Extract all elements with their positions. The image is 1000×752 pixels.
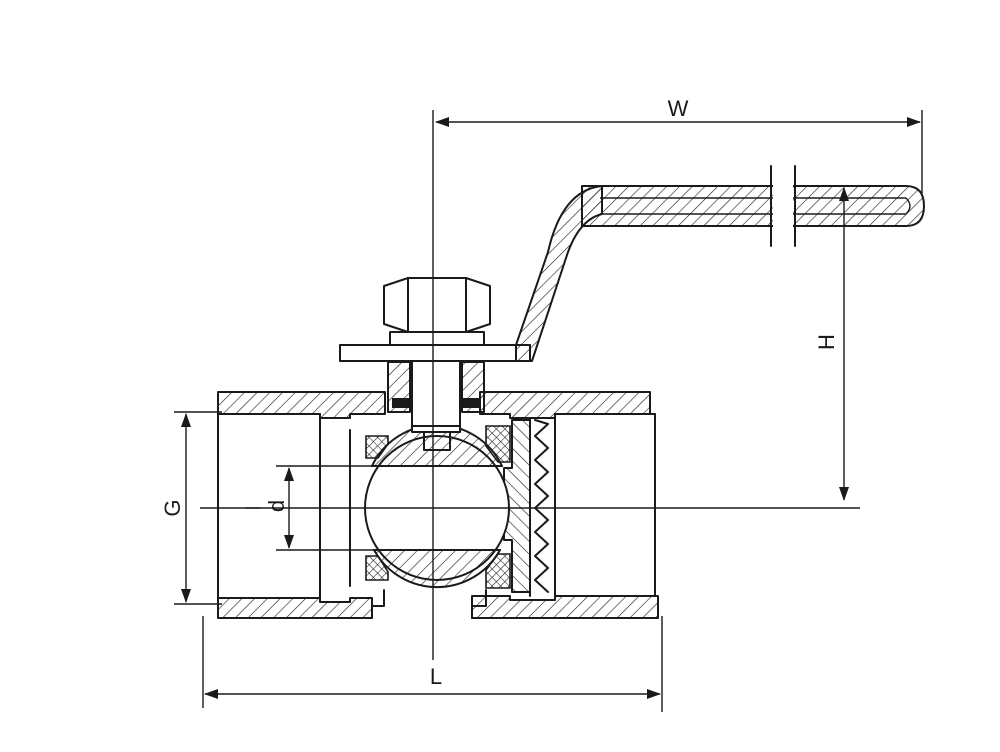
o-ring-right xyxy=(462,398,480,408)
dimension-h: H xyxy=(814,187,849,501)
end-cap-insert xyxy=(503,419,531,593)
dimension-g-label: G xyxy=(160,499,185,516)
dimension-w: W xyxy=(435,96,923,196)
dimension-d-label: d xyxy=(264,500,289,512)
dimension-h-label: H xyxy=(814,334,839,350)
dimension-l-label: L xyxy=(430,664,442,689)
ball-bottom-cap xyxy=(373,549,501,589)
washer xyxy=(389,331,485,346)
dimension-d: d xyxy=(264,465,374,551)
handle xyxy=(339,165,925,362)
hex-nut xyxy=(383,277,491,346)
valve-body xyxy=(217,391,659,619)
o-ring-left xyxy=(392,398,410,408)
dimension-g: G xyxy=(160,411,222,605)
handle-core-end xyxy=(905,197,911,215)
dimension-l: L xyxy=(202,616,663,712)
handle-plate xyxy=(339,344,531,362)
dimension-w-label: W xyxy=(668,96,689,121)
handle-lever xyxy=(581,185,925,227)
body-right-bottom-wall xyxy=(471,595,659,619)
center-lines xyxy=(200,110,860,660)
right-thread-bore xyxy=(554,413,656,597)
body-neck-bottom xyxy=(371,589,487,619)
ball xyxy=(364,424,510,589)
left-thread-bore xyxy=(217,413,321,599)
right-thread-teeth xyxy=(534,419,549,593)
body-left-bottom-wall xyxy=(217,597,373,619)
hex-nut-body xyxy=(383,277,491,333)
seat-bottom-left xyxy=(365,555,389,581)
